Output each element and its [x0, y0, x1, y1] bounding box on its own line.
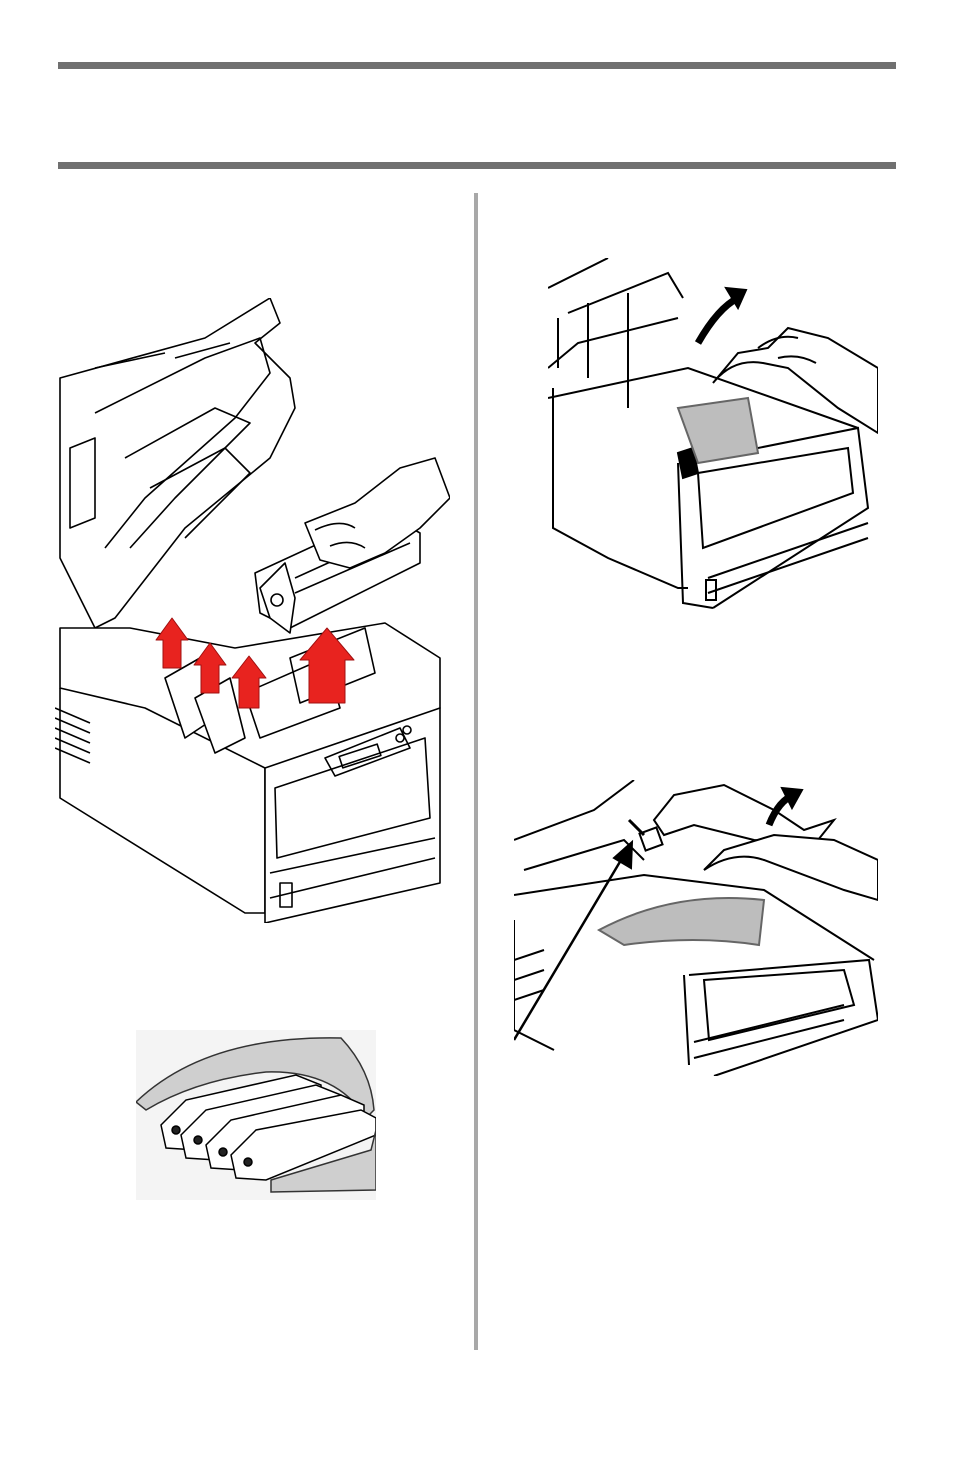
drums-covered-figure: [136, 1030, 376, 1200]
header-rule-bottom: [58, 162, 896, 169]
header-rule-top: [58, 62, 896, 69]
column-separator: [474, 193, 478, 1350]
paper-jam-lever-figure: [514, 780, 878, 1076]
printer-drum-removal-figure: [55, 298, 450, 923]
paper-jam-pull-figure: [548, 258, 878, 616]
